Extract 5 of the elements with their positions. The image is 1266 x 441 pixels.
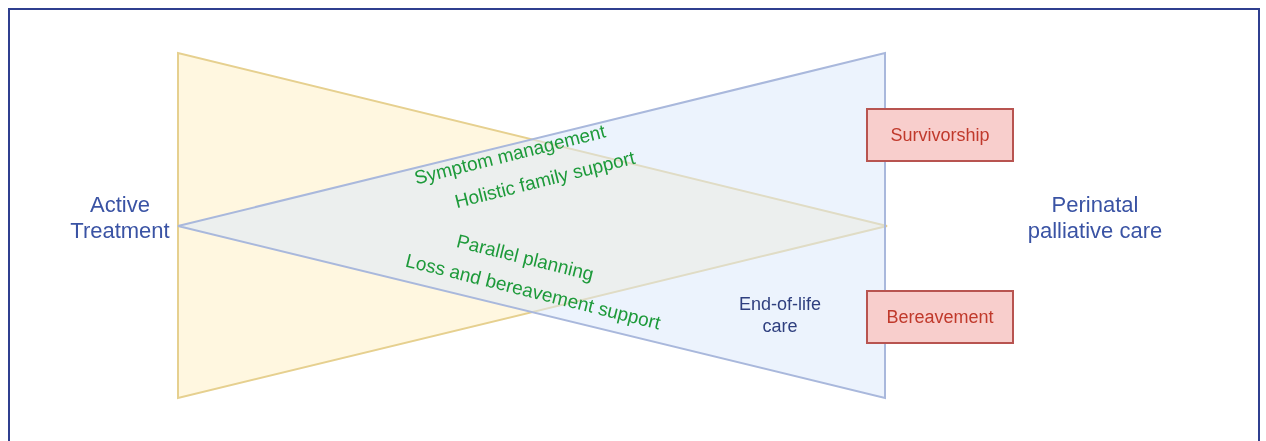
care-label: End-of-life care	[737, 293, 822, 338]
label-box: Survivorship	[866, 108, 1014, 162]
side-label: Perinatal palliative care	[1026, 190, 1164, 245]
side-label: Active Treatment	[69, 190, 171, 245]
label-box: Bereavement	[866, 290, 1014, 344]
